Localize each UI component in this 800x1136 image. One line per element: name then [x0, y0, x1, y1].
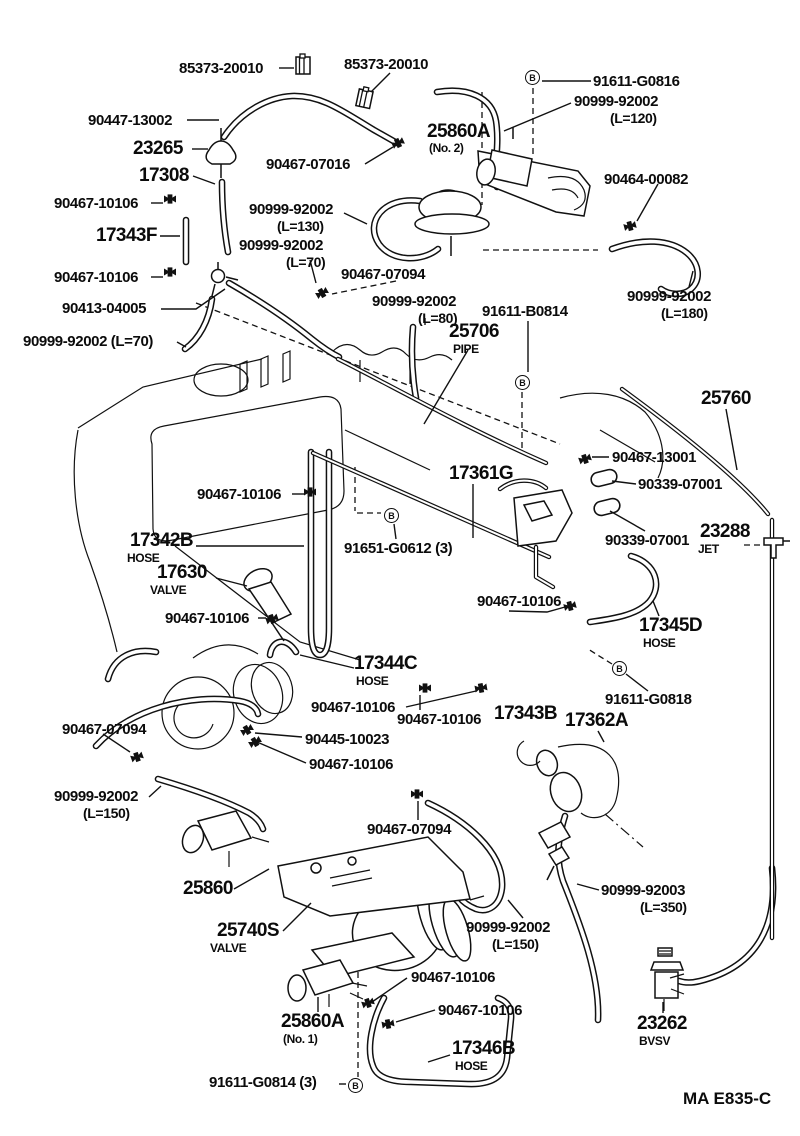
part-label-90999-92002-L150a: 90999-92002: [54, 788, 139, 805]
part-sublabel-L350: (L=350): [640, 899, 687, 915]
part-sublabel-pipe: PIPE: [453, 342, 479, 356]
part-label-90445-10023: 90445-10023: [305, 731, 390, 748]
bolt-marker-b-1: B: [525, 70, 540, 85]
part-label-25860: 25860: [183, 878, 233, 899]
figure-code: MA E835-C: [683, 1089, 772, 1108]
part-sublabel-jet: JET: [698, 542, 719, 556]
part-label-17344C: 17344C: [354, 653, 418, 674]
part-label-17630: 17630: [157, 562, 207, 583]
part-sublabel-hose-17345D: HOSE: [643, 636, 676, 650]
part-sublabel-bvsv: BVSV: [639, 1034, 671, 1048]
part-label-90467-10106-h: 90467-10106: [309, 756, 394, 773]
part-label-90999-92002-L80: 90999-92002: [372, 293, 457, 310]
part-label-90999-92002-L70: 90999-92002: [239, 237, 324, 254]
part-label-17343B: 17343B: [494, 703, 558, 724]
part-label-85373-20010-left: 85373-20010: [179, 60, 264, 77]
part-label-17345D: 17345D: [639, 615, 703, 636]
part-sublabel-valve-25740S: VALVE: [210, 941, 247, 955]
part-sublabel-L120: (L=120): [610, 110, 657, 126]
part-label-90467-10106-c: 90467-10106: [197, 486, 282, 503]
part-sublabel-valve-17630: VALVE: [150, 583, 187, 597]
part-label-90467-10106-e: 90467-10106: [477, 593, 562, 610]
part-label-85373-20010-right: 85373-20010: [344, 56, 429, 73]
part-label-90999-92002-L180: 90999-92002: [627, 288, 712, 305]
part-sublabel-L150a: (L=150): [83, 805, 130, 821]
part-label-90339-07001-a: 90339-07001: [638, 476, 723, 493]
part-label-23288: 23288: [700, 521, 750, 542]
part-sublabel-L180: (L=180): [661, 305, 708, 321]
part-label-90467-07094-c: 90467-07094: [367, 821, 452, 838]
part-sublabel-L130: (L=130): [277, 218, 324, 234]
part-sublabel-L70: (L=70): [286, 254, 326, 270]
part-label-90339-07001-b: 90339-07001: [605, 532, 690, 549]
part-label-17308: 17308: [139, 165, 189, 186]
part-label-17343F: 17343F: [96, 225, 157, 246]
part-sublabel-hose-17346B: HOSE: [455, 1059, 488, 1073]
part-sublabel-L150b: (L=150): [492, 936, 539, 952]
part-label-91651-G0612: 91651-G0612 (3): [344, 540, 453, 557]
pipes: [310, 356, 775, 941]
part-label-90999-92002-L150b: 90999-92002: [466, 919, 551, 936]
part-label-90467-10106-j: 90467-10106: [438, 1002, 523, 1019]
part-label-91611-G0818: 91611-G0818: [605, 691, 692, 708]
part-label-17361G: 17361G: [449, 463, 514, 484]
part-label-25706: 25706: [449, 321, 499, 342]
part-label-17346B: 17346B: [452, 1038, 516, 1059]
part-label-90999-92003-L350: 90999-92003: [601, 882, 686, 899]
part-label-90467-07016: 90467-07016: [266, 156, 351, 173]
part-sublabel-hose-17344C: HOSE: [356, 674, 389, 688]
part-label-91611-B0814: 91611-B0814: [482, 303, 568, 320]
part-label-90999-92002-L70-inline: 90999-92002 (L=70): [23, 333, 153, 350]
leader-lines: [102, 67, 738, 1085]
part-label-90467-13001: 90467-13001: [612, 449, 697, 466]
part-label-25860A-no1: 25860A: [281, 1011, 345, 1032]
part-label-91611-G0816: 91611-G0816: [593, 73, 680, 90]
part-sublabel-L80: (L=80): [418, 310, 458, 326]
bolt-marker-b-2: B: [515, 375, 530, 390]
part-label-90999-92002-L130: 90999-92002: [249, 201, 334, 218]
part-label-90413-04005: 90413-04005: [62, 300, 147, 317]
part-label-90467-10106-f: 90467-10106: [311, 699, 396, 716]
part-label-25740S: 25740S: [217, 920, 280, 941]
part-label-23265: 23265: [133, 138, 183, 159]
part-label-17362A: 17362A: [565, 710, 629, 731]
part-label-90467-10106-b: 90467-10106: [54, 269, 139, 286]
part-label-90467-10106-a: 90467-10106: [54, 195, 139, 212]
hoses: [92, 87, 777, 1088]
part-label-23262: 23262: [637, 1013, 687, 1034]
dashed-reference-lines: [195, 88, 761, 1077]
part-label-90467-07094-a: 90467-07094: [341, 266, 426, 283]
bolt-marker-b-5: B: [348, 1078, 363, 1093]
part-label-90464-00082: 90464-00082: [604, 171, 689, 188]
part-label-90999-92002-L120: 90999-92002: [574, 93, 659, 110]
bolt-marker-b-3: B: [384, 508, 399, 523]
part-label-25860A-no2: 25860A: [427, 121, 491, 142]
part-label-90467-07094-b: 90467-07094: [62, 721, 147, 738]
part-label-25760: 25760: [701, 388, 751, 409]
part-label-90447-13002: 90447-13002: [88, 112, 173, 129]
part-label-90467-10106-g: 90467-10106: [397, 711, 482, 728]
part-label-17342B: 17342B: [130, 530, 194, 551]
part-sublabel-hose-17342B: HOSE: [127, 551, 160, 565]
bolt-marker-b-4: B: [612, 661, 627, 676]
part-label-91611-G0814: 91611-G0814 (3): [209, 1074, 317, 1091]
part-sublabel-no2: (No. 2): [429, 141, 464, 155]
components: [181, 53, 790, 1011]
part-sublabel-no1: (No. 1): [283, 1032, 318, 1046]
part-label-90467-10106-i: 90467-10106: [411, 969, 496, 986]
part-label-90467-10106-d: 90467-10106: [165, 610, 250, 627]
